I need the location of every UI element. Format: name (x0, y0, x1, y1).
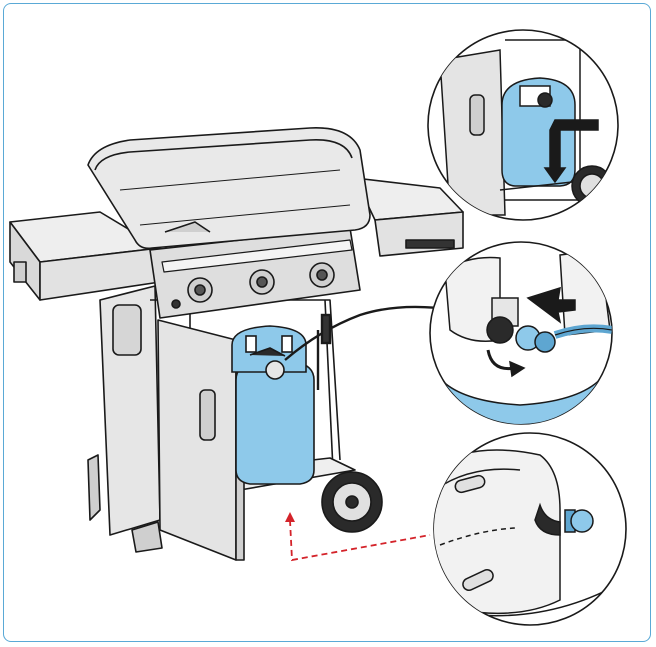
tank-placement-detail (427, 29, 619, 221)
wheel (321, 471, 383, 533)
cabinet (87, 285, 356, 553)
grill-lid (87, 127, 371, 250)
left-side-shelf (9, 211, 161, 301)
cabinet-door (157, 319, 245, 561)
tank-retainer-detail (433, 432, 627, 626)
callout-line (285, 512, 431, 562)
propane-tank (231, 325, 315, 485)
gas-hose (284, 305, 456, 390)
right-side-shelf (354, 177, 464, 257)
grill (9, 127, 464, 561)
regulator-connection-detail (429, 241, 613, 425)
control-knob (187, 262, 335, 303)
control-panel (149, 227, 361, 319)
